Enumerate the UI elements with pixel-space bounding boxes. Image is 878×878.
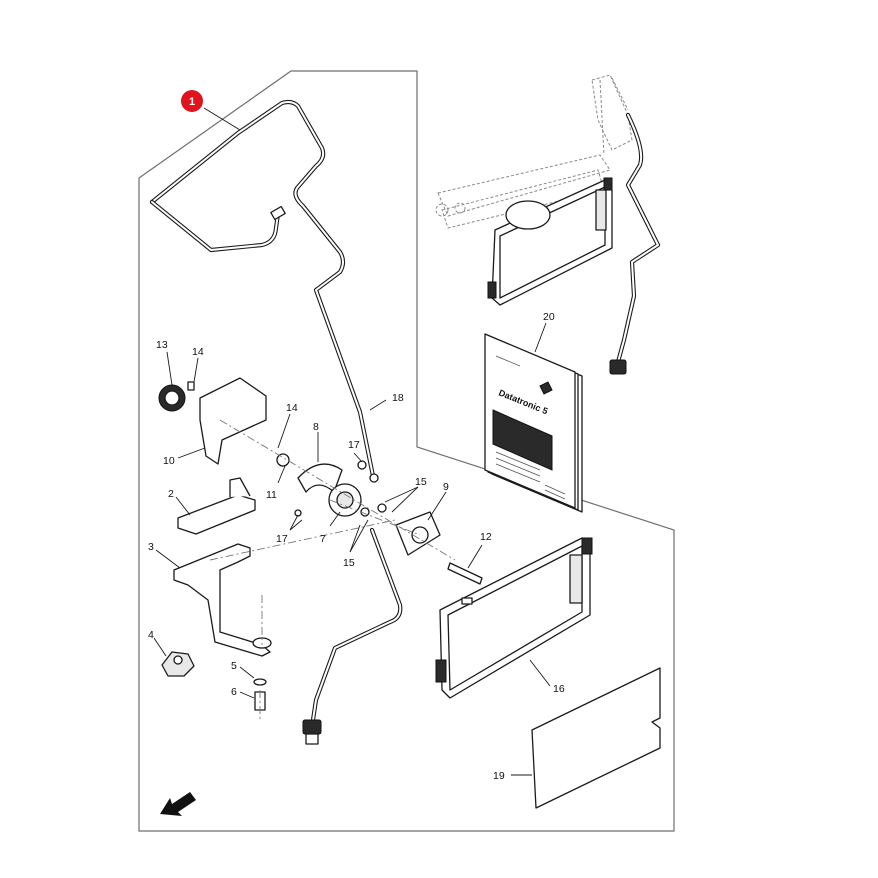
label-19: 19 (493, 770, 505, 782)
callout-number: 1 (189, 96, 195, 108)
ball-joint-parts (276, 453, 483, 585)
knob (161, 651, 195, 677)
label-15b: 15 (343, 557, 355, 569)
callout-badge[interactable]: 1 (181, 90, 203, 112)
label-8: 8 (313, 421, 319, 433)
label-4: 4 (148, 629, 154, 641)
callout-circle (181, 90, 203, 112)
label-17b: 17 (276, 533, 288, 545)
label-14b: 14 (286, 402, 298, 414)
label-14a: 14 (192, 346, 204, 358)
label-9: 9 (443, 481, 449, 493)
cover-and-dial (158, 377, 267, 465)
terminal-upper (487, 112, 661, 375)
label-20: 20 (543, 311, 555, 323)
manual-booklet: Datatronic 5 (484, 333, 583, 513)
leader-lines (153, 107, 551, 776)
label-12: 12 (480, 531, 492, 543)
label-3: 3 (148, 541, 154, 553)
label-2: 2 (168, 488, 174, 500)
label-7: 7 (320, 533, 326, 545)
bracket-assembly (173, 477, 272, 657)
label-16: 16 (553, 683, 565, 695)
label-6: 6 (231, 686, 237, 698)
label-13: 13 (156, 339, 168, 351)
label-11: 11 (266, 489, 277, 501)
label-18: 18 (392, 392, 404, 404)
alignment-lines (209, 419, 456, 720)
label-10: 10 (163, 455, 175, 467)
label-17a: 17 (348, 439, 360, 451)
cable-lower (302, 527, 403, 745)
protective-film (531, 667, 661, 809)
label-5: 5 (231, 660, 237, 672)
cable-harness-upper (149, 99, 376, 479)
arrow-down-left-icon (160, 792, 196, 816)
terminal-main (435, 537, 593, 699)
label-15a: 15 (415, 476, 427, 488)
